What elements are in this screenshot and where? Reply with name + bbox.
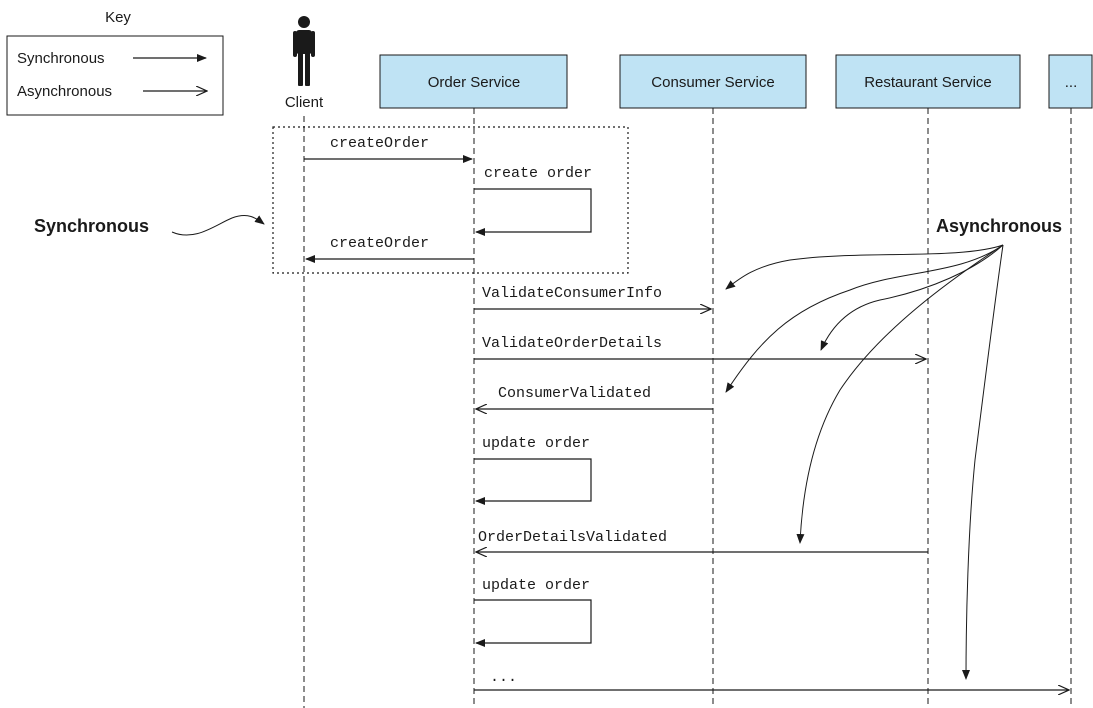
msg-create-order-response: createOrder bbox=[305, 235, 474, 263]
person-icon bbox=[293, 16, 315, 86]
synchronous-annotation: Synchronous bbox=[34, 215, 265, 236]
key-legend: Key Synchronous Asynchronous bbox=[6, 9, 224, 116]
msg-create-order-response-label: createOrder bbox=[330, 235, 429, 252]
msg-consumer-validated: ConsumerValidated bbox=[476, 385, 713, 409]
consumer-service-box bbox=[619, 54, 807, 109]
msg-consumer-validated-label: ConsumerValidated bbox=[498, 385, 651, 402]
consumer-service-label: Consumer Service bbox=[651, 74, 774, 91]
msg-order-details-validated: OrderDetailsValidated bbox=[476, 529, 928, 552]
order-service-label: Order Service bbox=[428, 74, 521, 91]
synchronous-pointer-arrow bbox=[171, 215, 265, 236]
msg-create-order-self-arrow bbox=[474, 188, 592, 236]
msg-update-order-1-arrow bbox=[474, 458, 592, 505]
participant-consumer-service: Consumer Service bbox=[619, 54, 807, 109]
client-actor: Client bbox=[285, 16, 324, 111]
msg-validate-consumer-info-label: ValidateConsumerInfo bbox=[482, 285, 662, 302]
client-label: Client bbox=[285, 94, 324, 111]
restaurant-service-label: Restaurant Service bbox=[864, 74, 992, 91]
synchronous-annotation-label: Synchronous bbox=[34, 216, 149, 236]
order-service-box bbox=[379, 54, 568, 109]
async-pointer-consumer-validated bbox=[725, 244, 1004, 393]
asynchronous-annotation: Asynchronous bbox=[725, 216, 1062, 680]
participant-order-service: Order Service bbox=[379, 54, 568, 109]
msg-create-order-self: create order bbox=[474, 165, 592, 236]
key-async-label: Asynchronous bbox=[17, 83, 112, 100]
msg-more: ... bbox=[474, 669, 1069, 690]
async-pointer-validate-order-details bbox=[820, 244, 1004, 351]
msg-update-order-2-label: update order bbox=[482, 577, 590, 594]
msg-create-order-self-label: create order bbox=[484, 165, 592, 182]
msg-validate-order-details-label: ValidateOrderDetails bbox=[482, 335, 662, 352]
participant-restaurant-service: Restaurant Service bbox=[835, 54, 1021, 109]
msg-create-order-request-label: createOrder bbox=[330, 135, 429, 152]
participant-more: ... bbox=[1048, 54, 1093, 109]
msg-order-details-validated-label: OrderDetailsValidated bbox=[478, 529, 667, 546]
msg-update-order-1: update order bbox=[474, 435, 592, 505]
restaurant-service-box bbox=[835, 54, 1021, 109]
async-pointer-more bbox=[962, 244, 1004, 680]
asynchronous-annotation-label: Asynchronous bbox=[936, 216, 1062, 236]
msg-create-order-request: createOrder bbox=[304, 135, 473, 163]
more-participant-box bbox=[1048, 54, 1093, 109]
synchronous-region-box bbox=[272, 126, 629, 274]
msg-validate-consumer-info: ValidateConsumerInfo bbox=[474, 285, 711, 309]
key-box bbox=[6, 35, 224, 116]
async-pointer-order-details-validated bbox=[796, 244, 1004, 544]
msg-validate-order-details: ValidateOrderDetails bbox=[474, 335, 926, 359]
msg-update-order-2-arrow bbox=[474, 599, 592, 647]
msg-more-label: ... bbox=[490, 669, 517, 686]
msg-update-order-1-label: update order bbox=[482, 435, 590, 452]
msg-update-order-2: update order bbox=[474, 577, 592, 647]
key-title: Key bbox=[105, 9, 131, 26]
key-sync-label: Synchronous bbox=[17, 50, 105, 67]
more-participant-label: ... bbox=[1065, 74, 1078, 91]
async-pointer-validate-consumer-info bbox=[725, 244, 1004, 290]
